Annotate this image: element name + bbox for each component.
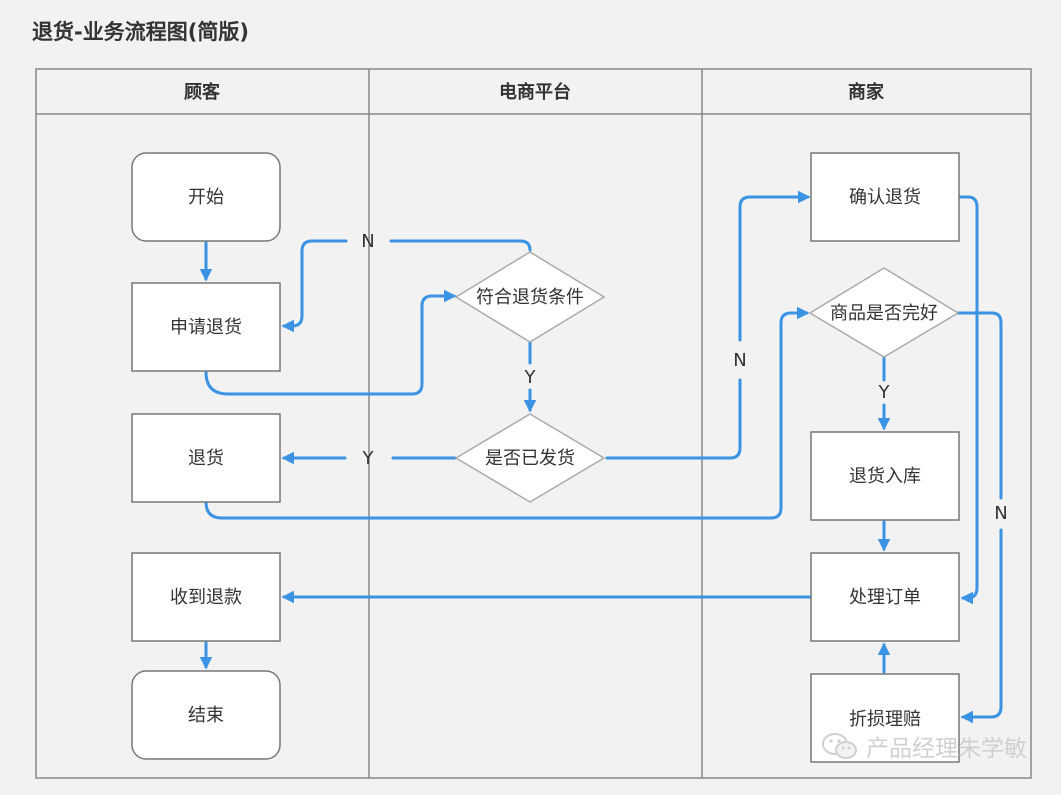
arrow-shipped-no-to-confirm bbox=[605, 378, 742, 460]
arrow-shipped-no-to-confirm-b bbox=[738, 190, 811, 342]
watermark-text: 产品经理朱学敏 bbox=[866, 736, 1027, 762]
arrow-return-to-intact bbox=[204, 306, 810, 520]
arrow-intact-no-to-damage bbox=[960, 528, 1003, 724]
node-confirm-return: 确认退货 bbox=[810, 152, 960, 242]
page-title: 退货-业务流程图(简版) bbox=[32, 20, 249, 44]
node-end: 结束 bbox=[131, 670, 281, 760]
svg-text:申请退货: 申请退货 bbox=[170, 317, 242, 338]
arrow-apply-to-conditions bbox=[204, 289, 457, 396]
lane-title-platform: 电商平台 bbox=[499, 81, 571, 103]
node-start: 开始 bbox=[131, 152, 281, 242]
label-intact-no: N bbox=[994, 503, 1007, 524]
node-return-goods: 退货 bbox=[131, 413, 281, 503]
arrow-conditions-no-to-apply-b bbox=[281, 239, 348, 333]
label-shipped-no: N bbox=[733, 350, 746, 371]
lane-title-customer: 顾客 bbox=[184, 81, 221, 103]
svg-text:结束: 结束 bbox=[188, 705, 224, 726]
node-process-order: 处理订单 bbox=[810, 552, 960, 642]
svg-text:退货: 退货 bbox=[188, 448, 224, 469]
decision-already-shipped: 是否已发货 bbox=[454, 413, 606, 503]
label-intact-yes: Y bbox=[878, 382, 891, 403]
lane-title-merchant: 商家 bbox=[848, 81, 885, 103]
svg-text:确认退货: 确认退货 bbox=[849, 187, 921, 208]
svg-text:收到退款: 收到退款 bbox=[170, 587, 242, 608]
node-receive-refund: 收到退款 bbox=[131, 552, 281, 642]
arrow-conditions-no-to-apply bbox=[389, 239, 532, 252]
svg-text:折损理赔: 折损理赔 bbox=[849, 709, 921, 730]
arrow-confirm-to-process bbox=[958, 195, 979, 605]
decision-meets-conditions: 符合退货条件 bbox=[454, 251, 606, 343]
node-apply-return: 申请退货 bbox=[131, 282, 281, 372]
watermark: 产品经理朱学敏 bbox=[820, 729, 1027, 763]
arrow-intact-no bbox=[956, 311, 1003, 500]
svg-text:商品是否完好: 商品是否完好 bbox=[830, 303, 938, 324]
label-conditions-yes: Y bbox=[524, 367, 537, 388]
svg-text:开始: 开始 bbox=[188, 187, 224, 208]
label-conditions-no: N bbox=[361, 231, 374, 252]
connectors bbox=[199, 190, 1003, 724]
label-shipped-yes: Y bbox=[362, 448, 375, 469]
svg-text:符合退货条件: 符合退货条件 bbox=[476, 287, 584, 308]
svg-text:处理订单: 处理订单 bbox=[849, 587, 921, 608]
svg-text:退货入库: 退货入库 bbox=[849, 466, 921, 487]
svg-text:是否已发货: 是否已发货 bbox=[485, 448, 575, 469]
node-return-to-stock: 退货入库 bbox=[810, 431, 960, 521]
decision-goods-intact: 商品是否完好 bbox=[808, 267, 960, 358]
wechat-icon bbox=[820, 731, 860, 761]
